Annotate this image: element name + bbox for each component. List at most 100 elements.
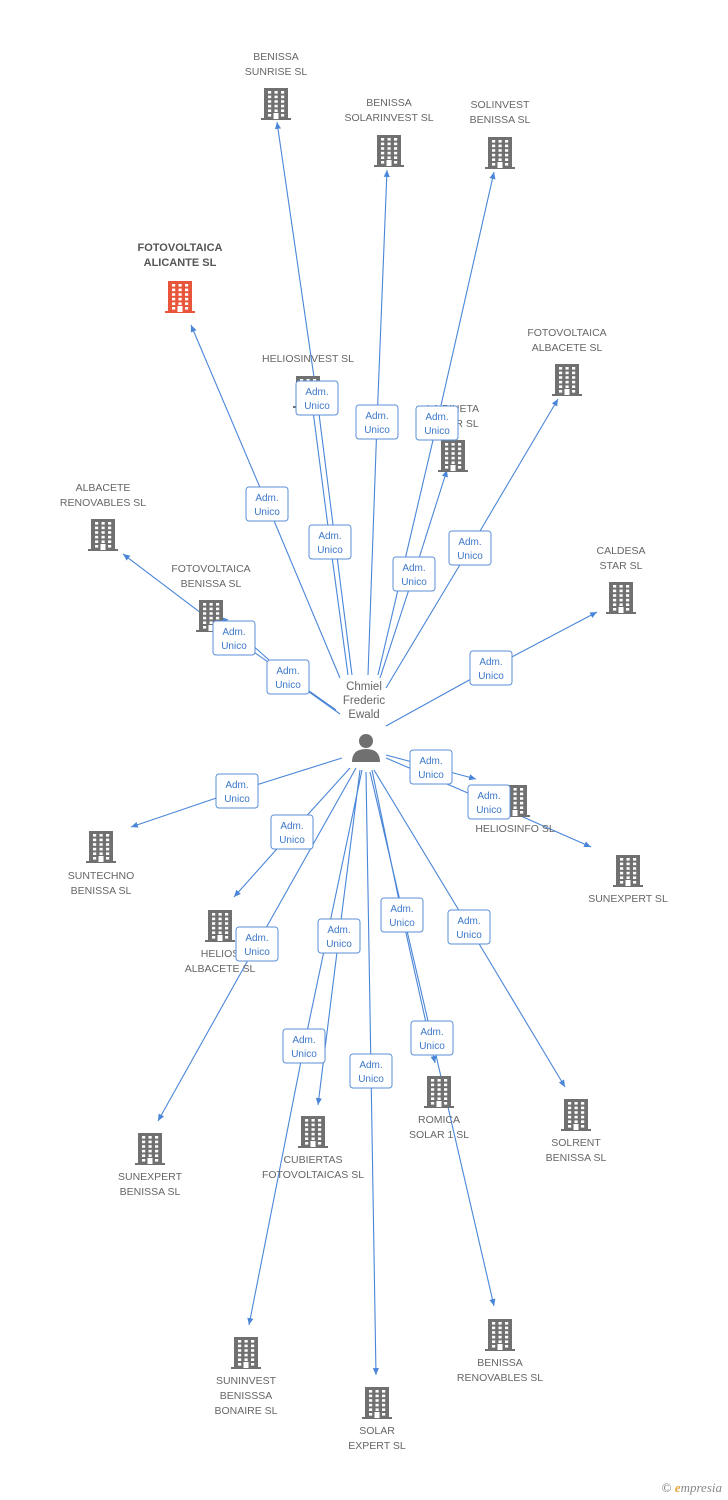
building-icon [485,1319,515,1351]
badge-line-2: Unico [221,641,247,652]
company-label-line: SOLAR 1 SL [409,1129,469,1141]
company-node-solrent-benissa-sl[interactable]: SOLRENT BENISSA SL [546,1099,607,1164]
role-badge[interactable]: Adm.Unico [380,897,424,933]
role-badge[interactable]: Adm.Unico [295,380,339,416]
company-label-line: ALBACETE SL [185,963,256,975]
role-badge[interactable]: Adm.Unico [467,784,511,820]
role-badge[interactable]: Adm.Unico [410,1020,454,1056]
badge-line-2: Unico [401,577,427,588]
badge-line-2: Unico [364,425,390,436]
badge-line-1: Adm. [479,657,502,668]
company-label-line: SOLARINVEST SL [344,112,433,124]
badge-line-1: Adm. [255,493,278,504]
role-badge[interactable]: Adm. Unico [469,650,513,686]
role-badge[interactable]: Adm. Unico [448,530,492,566]
badge-line-2: Unico [478,671,504,682]
person-name-line: Ewald [348,709,379,721]
badge-line-1: Adm. [305,387,328,398]
role-badge[interactable]: Adm. Unico [270,814,314,850]
company-node-romica-solar-1-sl[interactable]: ROMICA SOLAR 1 SL [409,1076,469,1141]
person-name-line: Frederic [343,695,385,707]
company-label-line: HELIOSINFO SL [475,823,555,835]
role-badge[interactable]: Adm.Unico [212,620,256,656]
company-node-fotovoltaica-alicante-sl[interactable]: FOTOVOLTAICA ALICANTE SL [138,242,223,313]
badge-line-2: Unico [424,426,450,437]
company-label-line: ALBACETE [76,482,131,494]
badge-line-2: Unico [275,680,301,691]
company-label-line: SOLAR [359,1425,395,1437]
role-badge[interactable]: Adm.Unico [409,749,453,785]
role-badge[interactable]: Adm.Unico [215,773,259,809]
building-icon [485,137,515,169]
badge-line-1: Adm. [458,537,481,548]
badge-line-2: Unico [457,551,483,562]
company-node-sunexpert-sl[interactable]: SUNEXPERT SL [588,855,668,905]
badge-line-1: Adm. [425,412,448,423]
badge-line-2: Unico [418,770,444,781]
company-node-benissa-solarinvest-sl[interactable]: BENISSA SOLARINVEST SL [344,97,434,167]
badge-line-2: Unico [358,1074,384,1085]
building-icon [205,910,235,942]
brand-initial: e [674,1480,681,1495]
company-label-line: FOTOVOLTAICAS SL [262,1169,364,1181]
role-badge[interactable]: Adm. Unico [245,486,289,522]
badge-line-2: Unico [279,835,305,846]
company-label-line: FOTOVOLTAICA [138,242,223,254]
role-badge[interactable]: Adm.Unico [282,1028,326,1064]
company-label-line: HELIOSINVEST SL [262,353,354,365]
center-person-node[interactable]: Chmiel Frederic Ewald [343,681,385,762]
badge-line-2: Unico [224,794,250,805]
role-badge[interactable]: Adm. Unico [415,405,459,441]
role-badge[interactable]: Adm.Unico [447,909,491,945]
company-label-line: ALICANTE SL [144,257,217,269]
building-icon [561,1099,591,1131]
company-label-line: BENISSA [366,97,412,109]
company-label-line: SOLRENT [551,1137,601,1149]
badge-line-1: Adm. [359,1060,382,1071]
company-label-line: CALDESA [596,545,645,557]
badge-line-1: Adm. [402,563,425,574]
role-badge[interactable]: Adm. Unico [349,1053,393,1089]
role-badge[interactable]: Adm.Unico [355,404,399,440]
company-label-line: CUBIERTAS [283,1154,342,1166]
edges-layer [122,121,598,1376]
badge-line-1: Adm. [280,821,303,832]
company-label-line: FOTOVOLTAICA [171,563,250,575]
role-badge[interactable]: Adm. Unico [392,556,436,592]
badge-line-1: Adm. [327,925,350,936]
role-badge[interactable]: Adm. Unico [235,926,279,962]
badge-line-1: Adm. [292,1035,315,1046]
badges-layer: Adm.UnicoAdm.UnicoAdm.UnicoAdm.UnicoAdm.… [212,380,513,1089]
company-label-line: SUNEXPERT [118,1171,183,1183]
company-label-line: BENISSA SL [546,1152,607,1164]
company-node-cubiertas-fotovoltaicas-sl[interactable]: CUBIERTAS FOTOVOLTAICAS SL [262,1116,364,1181]
footer-brand[interactable]: © empresia [662,1480,722,1496]
building-icon [613,855,643,887]
person-icon [352,734,380,762]
badge-line-2: Unico [389,918,415,929]
company-label-line: ROMICA [418,1114,460,1126]
badge-line-1: Adm. [245,933,268,944]
role-badge[interactable]: Adm.Unico [266,659,310,695]
role-badge[interactable]: Adm.Unico [317,918,361,954]
building-icon [135,1133,165,1165]
role-badge[interactable]: Adm.Unico [308,524,352,560]
company-label-line: BENISSA [477,1357,523,1369]
badge-line-2: Unico [254,507,280,518]
badge-line-1: Adm. [457,916,480,927]
badge-line-2: Unico [244,947,270,958]
building-icon [231,1337,261,1369]
